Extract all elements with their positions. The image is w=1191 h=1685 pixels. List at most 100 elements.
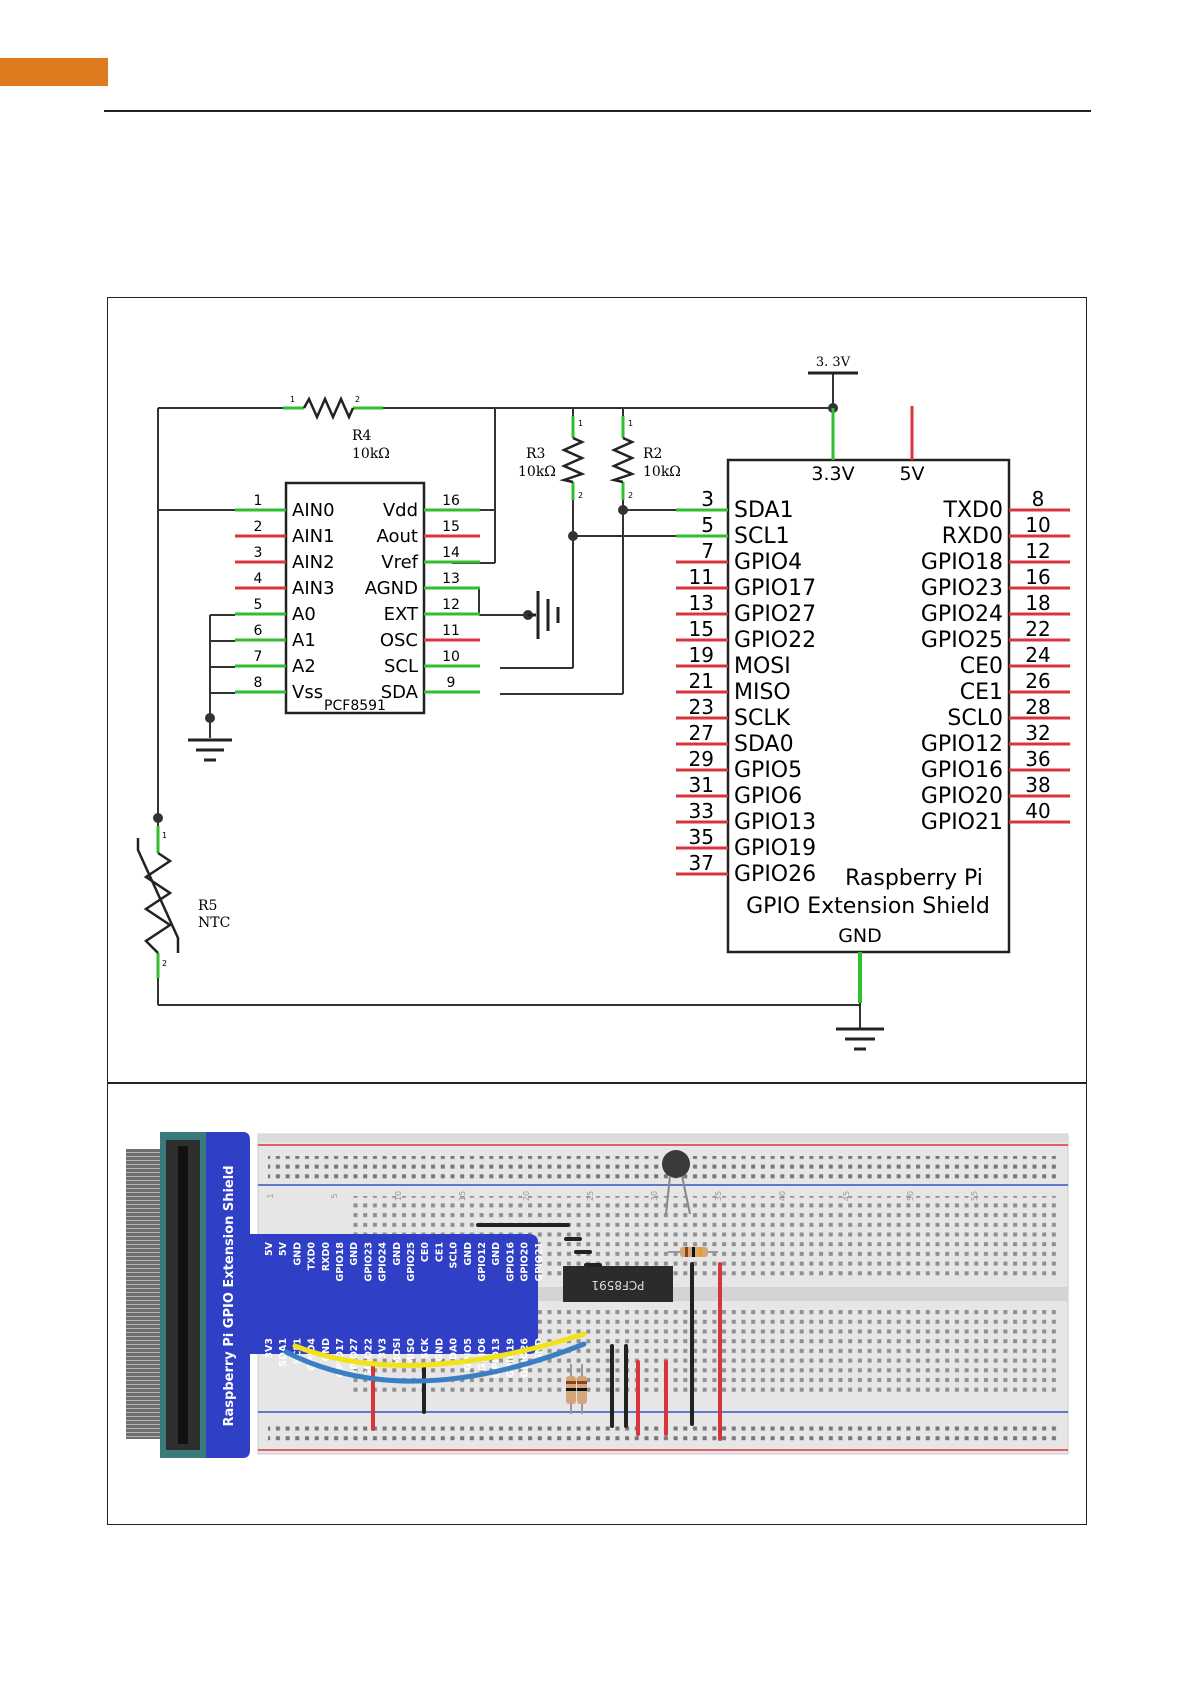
header-pin-label: 3V3 — [378, 1338, 389, 1359]
header-pin-label: GPIO6 — [477, 1338, 488, 1371]
shield-pin-name: SDA1 — [734, 498, 794, 523]
pcf8591-name: PCF8591 — [324, 698, 386, 714]
pcf-pin-name: Vref — [381, 552, 418, 573]
pcf-pin-name: A2 — [292, 656, 316, 677]
column-number: 1 — [266, 1193, 275, 1198]
header-accent-bar — [0, 58, 108, 86]
header-pin-label: TXD0 — [307, 1242, 318, 1271]
pcf-pin-name: Aout — [377, 526, 418, 547]
pcf-pin-number: 5 — [254, 597, 263, 613]
breadboard-pcf8591-chip: PCF8591 — [563, 1266, 673, 1302]
shield-pin-name: GPIO20 — [921, 784, 1003, 809]
header-pin-label: SCL0 — [449, 1242, 460, 1269]
r2-value: 10kΩ — [643, 464, 681, 480]
schematic-wires — [157, 373, 861, 1028]
header-pin-label: GPIO26 — [520, 1338, 531, 1378]
jumper-wires — [283, 1223, 722, 1441]
figure-frame: 3. 3V 1 2 R4 10kΩ 1 2 R3 10kΩ 1 — [107, 297, 1087, 1525]
resistor-r2: 1 2 R2 10kΩ — [609, 416, 681, 500]
shield-pin-name: CE1 — [960, 680, 1003, 705]
ground-symbol-pcf — [188, 738, 232, 762]
shield-pin-number: 10 — [1025, 513, 1050, 537]
pcf-pin-number: 6 — [254, 623, 263, 639]
pcf-pin-name: AIN3 — [292, 578, 335, 599]
shield-title-line1: Raspberry Pi — [845, 866, 983, 891]
supply-3v3-symbol: 3. 3V — [808, 355, 858, 375]
shield-pin-number: 27 — [689, 721, 714, 745]
ribbon-cable — [126, 1132, 206, 1458]
pcf-pin-number: 10 — [442, 649, 460, 665]
pcf-pin-name: OSC — [380, 630, 418, 651]
pcf-pin-name: A0 — [292, 604, 316, 625]
resistor-r3: 1 2 R3 10kΩ — [518, 416, 586, 500]
shield-board-label: Raspberry Pi GPIO Extension Shield — [222, 1165, 237, 1426]
pcf-pin-number: 7 — [254, 649, 263, 665]
shield-pin-number: 18 — [1025, 591, 1050, 615]
shield-pin-number: 38 — [1025, 773, 1050, 797]
pcf-pin-number: 14 — [442, 545, 460, 561]
shield-pin-name: GPIO4 — [734, 550, 802, 575]
header-pin-label: CE0 — [420, 1242, 431, 1262]
r3-ref: R3 — [526, 446, 545, 462]
pcf-pin-number: 3 — [254, 545, 263, 561]
shield-pin-name: SCL0 — [947, 706, 1003, 731]
shield-pin-number: 29 — [689, 747, 714, 771]
header-pin-label: 5V — [264, 1241, 275, 1256]
pcf-pin-number: 11 — [442, 623, 460, 639]
shield-pin-name: SCL1 — [734, 524, 790, 549]
shield-pin-name: TXD0 — [943, 498, 1003, 523]
pcf-pin-name: Vdd — [383, 500, 418, 521]
shield-pin-name: SDA0 — [734, 732, 794, 757]
junction-dots — [153, 403, 838, 823]
r4-ref: R4 — [352, 428, 372, 444]
shield-pin-number: 5 — [701, 513, 714, 537]
r5-pin1: 1 — [162, 831, 167, 840]
header-pin-label: MOSI — [392, 1338, 403, 1366]
pcf-pin-number: 16 — [442, 493, 460, 509]
shield-5v-label: 5V — [899, 463, 924, 485]
header-pin-label: GND — [321, 1338, 332, 1362]
shield-pin-number: 11 — [689, 565, 714, 589]
header-pin-label: GPIO21 — [534, 1242, 545, 1282]
pcf-pin-number: 4 — [254, 571, 263, 587]
column-number: 40 — [778, 1191, 787, 1201]
header-pin-label: GPIO23 — [363, 1242, 374, 1282]
pcf-pin-name: A1 — [292, 630, 316, 651]
r3-pin1: 1 — [578, 419, 583, 428]
pcf-pin-name: AIN0 — [292, 500, 335, 521]
header-pin-label: GND — [392, 1242, 403, 1266]
shield-pin-number: 16 — [1025, 565, 1050, 589]
shield-pin-name: GPIO22 — [734, 628, 816, 653]
r2-ref: R2 — [643, 446, 662, 462]
pcf-pin-name: AIN2 — [292, 552, 335, 573]
pcf-pin-number: 8 — [254, 675, 263, 691]
resistor-r4: 1 2 R4 10kΩ — [283, 395, 390, 462]
shield-pin-name: GPIO18 — [921, 550, 1003, 575]
shield-pin-name: GPIO23 — [921, 576, 1003, 601]
shield-pin-name: GPIO24 — [921, 602, 1003, 627]
breadboard-thermistor — [662, 1150, 691, 1215]
shield-pin-name: GPIO27 — [734, 602, 816, 627]
shield-pin-name: GPIO5 — [734, 758, 802, 783]
breadboard-chip-label: PCF8591 — [591, 1278, 644, 1292]
header-pin-label: GPIO5 — [463, 1338, 474, 1371]
breadboard-resistor-r2 — [577, 1364, 587, 1414]
r4-pin1: 1 — [290, 395, 295, 404]
shield-pin-number: 3 — [701, 487, 714, 511]
header-pin-label: GND — [491, 1242, 502, 1266]
shield-3v3-label: 3.3V — [811, 463, 854, 485]
header-pin-label: SCL1 — [292, 1338, 303, 1364]
r5-pin2: 2 — [162, 959, 167, 968]
shield-pin-number: 7 — [701, 539, 714, 563]
pcf-pin-name: AGND — [365, 578, 418, 599]
pcf-pin-number: 1 — [254, 493, 263, 509]
column-number: 15 — [458, 1191, 467, 1201]
breadboard-resistor-r3 — [566, 1364, 576, 1414]
column-number: 55 — [970, 1191, 979, 1201]
header-pin-label: GPIO27 — [349, 1338, 360, 1378]
shield-pin-name: CE0 — [960, 654, 1003, 679]
header-pin-label: GPIO12 — [477, 1242, 488, 1282]
